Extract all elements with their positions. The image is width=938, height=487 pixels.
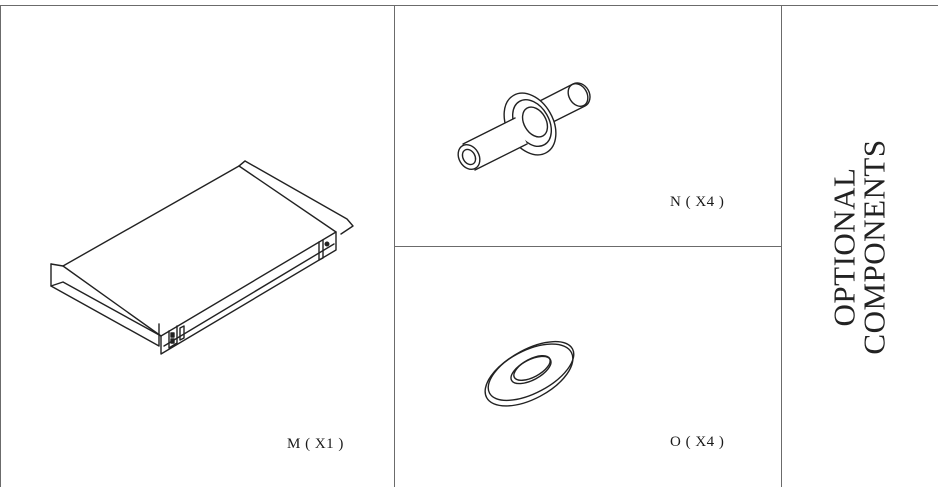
side-title-line2: COMPONENTS	[857, 138, 892, 355]
part-o-label: O ( X4 )	[670, 434, 725, 450]
side-title: OPTIONAL COMPONENTS	[782, 6, 938, 487]
frame-left-border	[0, 5, 1, 487]
part-n-label: N ( X4 )	[670, 194, 725, 210]
frame-top-border	[0, 5, 938, 6]
panel-part-n: N ( X4 )	[395, 6, 781, 246]
side-title-line1: OPTIONAL	[827, 167, 862, 326]
panel-part-o: O ( X4 )	[395, 247, 781, 487]
panel-part-m: M ( X1 )	[1, 6, 394, 487]
pin-drawing	[457, 82, 591, 171]
shelf-drawing	[50, 160, 354, 355]
washer-drawing	[484, 340, 575, 407]
side-title-text: OPTIONAL COMPONENTS	[827, 138, 892, 355]
divider-horizontal	[394, 246, 782, 247]
part-m-label: M ( X1 )	[287, 436, 344, 452]
